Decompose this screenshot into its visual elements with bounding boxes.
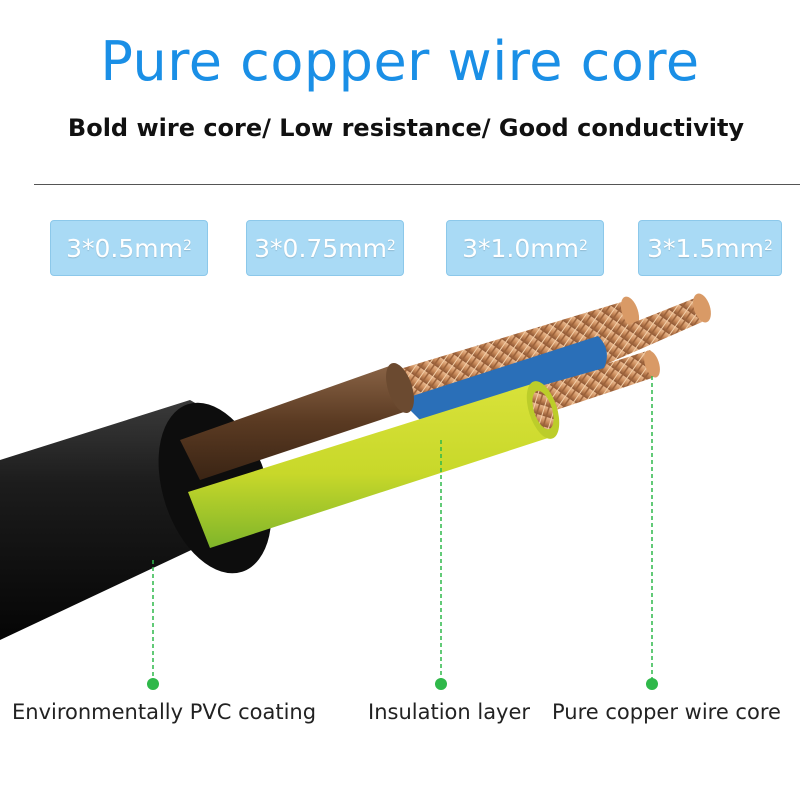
cable-illustration (0, 293, 711, 690)
page-title: Pure copper wire core (100, 30, 700, 93)
callout-label-pvc: Environmentally PVC coating (12, 700, 317, 724)
spec-badge-text: 3*1.5mm (647, 233, 764, 263)
page-subtitle: Bold wire core/ Low resistance/ Good con… (67, 114, 745, 142)
callout-lines (147, 376, 658, 690)
divider (34, 184, 800, 185)
spec-badge-text: 3*0.75mm (254, 233, 387, 263)
spec-badge-sup: 2 (578, 238, 588, 254)
spec-badge-sup: 2 (182, 238, 192, 254)
callout-label-copper: Pure copper wire core (552, 700, 781, 724)
spec-badge-text: 3*1.0mm (462, 233, 579, 263)
callout-label-insulation: Insulation layer (368, 700, 531, 724)
brown-insulation (180, 362, 414, 480)
spec-badge-sup: 2 (763, 238, 773, 254)
blue-insulation (400, 336, 607, 420)
yellow-green-insulation (188, 381, 560, 548)
spec-badge-sup: 2 (386, 238, 396, 254)
spec-badge-text: 3*0.5mm (66, 233, 183, 263)
